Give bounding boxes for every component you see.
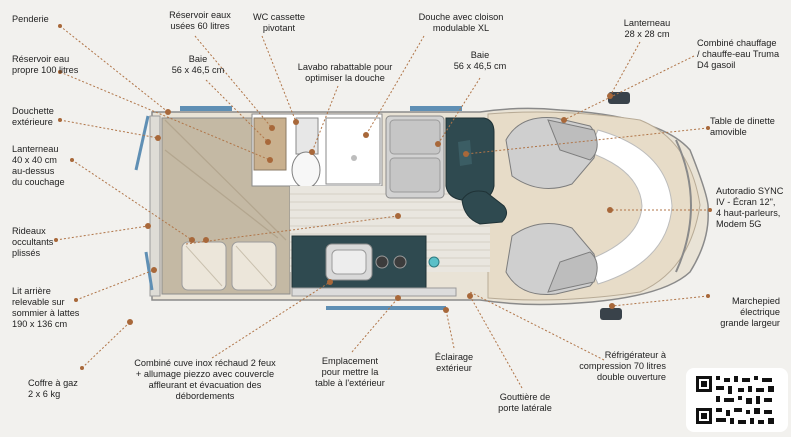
label-table-dinette: Table de dinette amovible (710, 116, 775, 138)
label-douche: Douche avec cloison modulable XL (406, 12, 516, 34)
label-line: 2 x 6 kg (28, 389, 61, 399)
label-coffre-gaz: Coffre à gaz 2 x 6 kg (28, 378, 78, 400)
label-text: Penderie (12, 14, 49, 24)
label-baie-left: Baie 56 x 46,5 cm (162, 54, 234, 76)
label-line: Rideaux (12, 226, 46, 236)
label-rideaux: Rideaux occultants plissés (12, 226, 53, 259)
label-reservoir-propre: Réservoir eau propre 100 litres (12, 54, 78, 76)
label-line: pivotant (262, 23, 296, 33)
label-cuve: Combiné cuve inox réchaud 2 feux + allum… (120, 358, 290, 402)
label-line: Réservoir eaux (169, 10, 231, 20)
label-line: Marchepied (731, 296, 780, 306)
label-line: sommier à lattes (12, 308, 80, 318)
label-line: Gouttière de (499, 392, 551, 402)
label-line: extérieure (12, 117, 53, 127)
label-line: 56 x 46,5 cm (453, 61, 507, 71)
label-line: pour mettre la (321, 367, 379, 377)
label-line: D4 gasoil (697, 60, 736, 70)
label-line: Lit arrière (12, 286, 51, 296)
label-lit: Lit arrière relevable sur sommier à latt… (12, 286, 79, 330)
label-line: Douchette (12, 106, 54, 116)
label-line: débordements (175, 391, 235, 401)
label-wc: WC cassette pivotant (244, 12, 314, 34)
label-line: 40 x 40 cm (12, 155, 57, 165)
kitchen-light (428, 256, 440, 268)
label-line: propre 100 litres (12, 65, 79, 75)
label-line: porte latérale (498, 403, 552, 413)
label-line: table à l'extérieur (315, 378, 385, 388)
label-eclairage: Éclairage extérieur (424, 352, 484, 374)
label-line: Combiné chauffage (697, 38, 777, 48)
shower (325, 117, 381, 185)
label-emplacement: Emplacement pour mettre la table à l'ext… (308, 356, 392, 389)
label-line: 190 x 136 cm (12, 319, 68, 329)
label-line: du couchage (12, 177, 65, 187)
windscreen (675, 139, 692, 273)
label-line: Combiné cuve inox réchaud 2 feux (134, 358, 276, 368)
label-line: optimiser la douche (305, 73, 385, 83)
label-line: modulable XL (432, 23, 490, 33)
label-douchette: Douchette extérieure (12, 106, 54, 128)
label-line: / chauffe-eau Truma (697, 49, 780, 59)
label-line: relevable sur (12, 297, 65, 307)
label-line: Autoradio SYNC (716, 186, 784, 196)
label-line: Douche avec cloison (418, 12, 504, 22)
label-line: Réservoir eau (12, 54, 70, 64)
label-line: grande largeur (720, 318, 780, 328)
window-top-right (410, 106, 462, 111)
label-baie-right: Baie 56 x 46,5 cm (444, 50, 516, 72)
label-chauffage: Combiné chauffage / chauffe-eau Truma D4… (697, 38, 779, 71)
label-line: WC cassette (252, 12, 306, 22)
label-lanterneau-40: Lanterneau 40 x 40 cm au-dessus du couch… (12, 144, 65, 188)
label-autoradio: Autoradio SYNC IV - Écran 12", 4 haut-pa… (716, 186, 783, 230)
label-line: Baie (188, 54, 208, 64)
label-line: amovible (710, 127, 747, 137)
label-lavabo: Lavabo rabattable pour optimiser la douc… (290, 62, 400, 84)
label-frigo: Réfrigérateur à compression 70 litres do… (566, 350, 666, 383)
label-line: affleurant et évacuation des (148, 380, 262, 390)
label-line: usées 60 litres (170, 21, 230, 31)
label-line: Table de dinette (710, 116, 775, 126)
label-line: occultants (12, 237, 54, 247)
label-line: 28 x 28 cm (624, 29, 670, 39)
label-line: au-dessus (12, 166, 55, 176)
label-line: plissés (12, 248, 41, 258)
label-line: Coffre à gaz (28, 378, 78, 388)
label-penderie: Penderie (12, 14, 49, 25)
cabin-seat-bottom (505, 223, 598, 296)
window-top-left (180, 106, 232, 111)
label-line: double ouverture (597, 372, 666, 382)
label-line: Réfrigérateur à (604, 350, 666, 360)
qr-code-icon (686, 368, 788, 432)
label-line: 56 x 46,5 cm (171, 65, 225, 75)
label-lanterneau-28: Lanterneau 28 x 28 cm (614, 18, 680, 40)
label-reservoir-usees: Réservoir eaux usées 60 litres (158, 10, 242, 32)
label-marchepied: Marchepied électrique grande largeur (704, 296, 780, 329)
label-line: extérieur (436, 363, 472, 373)
label-line: 4 haut-parleurs, (716, 208, 781, 218)
label-line: électrique (740, 307, 780, 317)
dashboard (587, 129, 673, 285)
dinette-table (461, 190, 508, 225)
label-line: Éclairage (434, 352, 474, 362)
annotation-dots (54, 24, 712, 370)
leader-lines (55, 25, 710, 389)
label-line: Modem 5G (716, 219, 762, 229)
label-line: IV - Écran 12", (716, 197, 776, 207)
label-line: Lavabo rabattable pour (297, 62, 393, 72)
label-line: Lanterneau (12, 144, 59, 154)
label-line: Lanterneau (623, 18, 671, 28)
label-line: compression 70 litres (579, 361, 666, 371)
window-bottom (326, 306, 446, 310)
qr-code-graphic (696, 376, 774, 424)
label-gouttiere: Gouttière de porte latérale (490, 392, 560, 414)
label-line: Emplacement (321, 356, 379, 366)
label-line: Baie (470, 50, 490, 60)
wc-cassette (291, 151, 321, 189)
bed-folds (164, 119, 287, 241)
cabin-seat-top (505, 116, 598, 189)
rear-wall (149, 115, 161, 297)
label-line: + allumage piezzo avec couvercle (135, 369, 275, 379)
